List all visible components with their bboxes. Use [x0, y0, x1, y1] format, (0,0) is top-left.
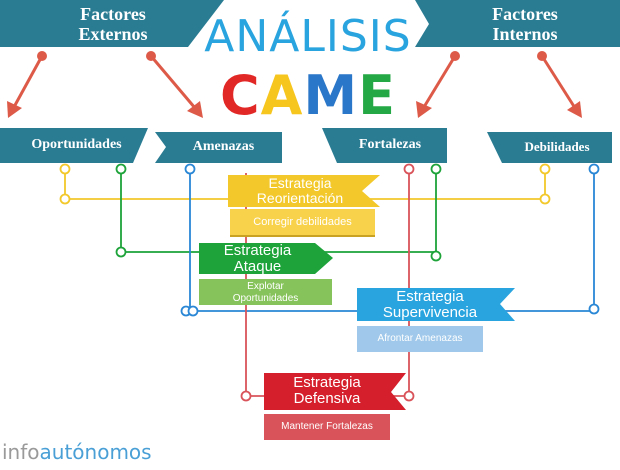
- reorientation-title: Estrategia Reorientación: [240, 176, 360, 206]
- reorientation-banner: [228, 175, 380, 207]
- survival-banner: [357, 288, 515, 321]
- attack-title-line2: Ataque: [233, 258, 282, 275]
- opportunities-label: Oportunidades: [31, 137, 122, 152]
- internal-factors-label: Factores Internos: [455, 4, 595, 44]
- external-factors-line2: Externos: [78, 24, 148, 44]
- external-factors-line1: Factores: [80, 4, 146, 24]
- threats-box: [155, 132, 282, 163]
- survival-title: Estrategia Supervivencia: [365, 289, 495, 321]
- survival-title-line1: Estrategia: [396, 288, 464, 305]
- arrow-to-weaknesses: [537, 51, 582, 118]
- reorientation-action-box: [230, 209, 375, 235]
- defensive-banner: [264, 373, 406, 410]
- arrow-to-threats: [146, 51, 203, 118]
- reorientation-action: Corregir debilidades: [253, 216, 352, 228]
- logo-part-info: info: [2, 440, 40, 464]
- survival-action: Afrontar Amenazas: [377, 333, 463, 344]
- defensive-action-box: [264, 414, 390, 440]
- title-letter-c: C: [219, 64, 261, 127]
- defensive-title: Estrategia Defensiva: [272, 375, 382, 407]
- title-letter-a: A: [260, 64, 304, 127]
- defensive-title-line1: Estrategia: [293, 374, 361, 391]
- attack-title-line1: Estrategia: [223, 242, 292, 259]
- title-line1: ANÁLISIS: [204, 11, 412, 62]
- title-line2: CAME: [208, 66, 408, 126]
- defensive-action: Mantener Fortalezas: [281, 421, 373, 432]
- external-factors-banner: [0, 0, 224, 47]
- weaknesses-label: Debilidades: [524, 139, 590, 154]
- internal-factors-line1: Factores: [492, 4, 558, 24]
- strengths-label: Fortalezas: [358, 137, 422, 152]
- title-letter-e: E: [358, 64, 397, 127]
- survival-title-line2: Supervivencia: [382, 304, 478, 321]
- logo-part-autonomos: autónomos: [39, 440, 152, 464]
- opportunities-box: [0, 128, 148, 163]
- reorientation-title-line1: Estrategia: [268, 175, 332, 191]
- infoautonomos-logo: infoautónomos: [2, 440, 152, 464]
- defensive-title-line2: Defensiva: [293, 390, 361, 407]
- attack-action-box: [199, 279, 332, 305]
- arrow-to-strengths: [416, 51, 460, 118]
- reorientation-title-line2: Reorientación: [256, 190, 344, 206]
- title-letter-m: M: [303, 64, 359, 127]
- arrow-to-opportunities: [7, 51, 47, 118]
- internal-factors-banner: [415, 0, 620, 47]
- strengths-box: [322, 128, 447, 163]
- survival-action-box: [357, 326, 483, 352]
- threats-label: Amenazas: [192, 139, 255, 154]
- attack-action-line1: Explotar: [247, 281, 284, 292]
- attack-action: Explotar Oportunidades: [199, 281, 332, 305]
- external-factors-label: Factores Externos: [48, 4, 178, 44]
- weaknesses-box: [487, 132, 612, 163]
- attack-action-line2: Oportunidades: [232, 293, 299, 304]
- attack-banner: [199, 243, 333, 274]
- internal-factors-line2: Internos: [492, 24, 558, 44]
- attack-title: Estrategia Ataque: [205, 243, 310, 275]
